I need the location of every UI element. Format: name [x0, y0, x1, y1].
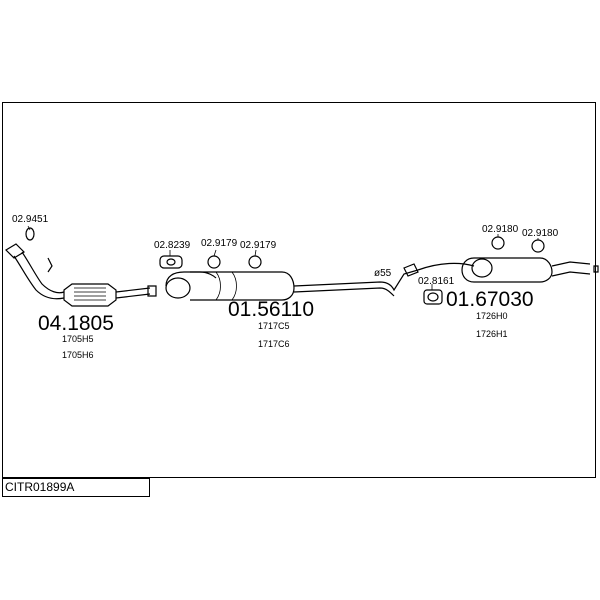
hanger-02-8239	[159, 255, 183, 269]
part-number-middle-silencer: 01.56110	[228, 298, 314, 321]
diagram-frame	[2, 102, 596, 478]
catalytic-converter	[63, 283, 157, 307]
ref-1717c6: 1717C6	[258, 339, 290, 349]
rear-silencer	[417, 257, 599, 283]
ref-1705h5: 1705H5	[62, 334, 94, 344]
label-02-9179-b: 02.9179	[240, 240, 277, 251]
label-02-9180-b: 02.9180	[522, 228, 559, 239]
front-pipe	[5, 243, 65, 300]
leader-lines	[27, 225, 539, 290]
hanger-02-9180-b	[531, 239, 545, 253]
label-02-9180-a: 02.9180	[482, 224, 519, 235]
pipe-diameter-label: ø55	[374, 268, 392, 279]
connecting-pipe	[293, 263, 419, 297]
hanger-02-9179-a	[207, 255, 221, 269]
ref-1705h6: 1705H6	[62, 350, 94, 360]
label-02-9451: 02.9451	[12, 214, 49, 225]
hanger-02-9179-b	[248, 255, 262, 269]
part-number-rear-silencer: 01.67030	[446, 288, 534, 311]
clamp-02-8161	[423, 289, 443, 305]
ref-1717c5: 1717C5	[258, 321, 290, 331]
label-02-8161: 02.8161	[418, 276, 455, 287]
part-number-catalytic: 04.1805	[38, 312, 114, 335]
hanger-02-9180-a	[491, 236, 505, 250]
hanger-02-9451	[25, 227, 53, 273]
diagram-code: CITR01899A	[2, 478, 150, 497]
middle-silencer	[165, 271, 295, 301]
ref-1726h0: 1726H0	[476, 311, 508, 321]
ref-1726h1: 1726H1	[476, 329, 508, 339]
label-02-9179-a: 02.9179	[201, 238, 238, 249]
label-02-8239: 02.8239	[154, 240, 191, 251]
